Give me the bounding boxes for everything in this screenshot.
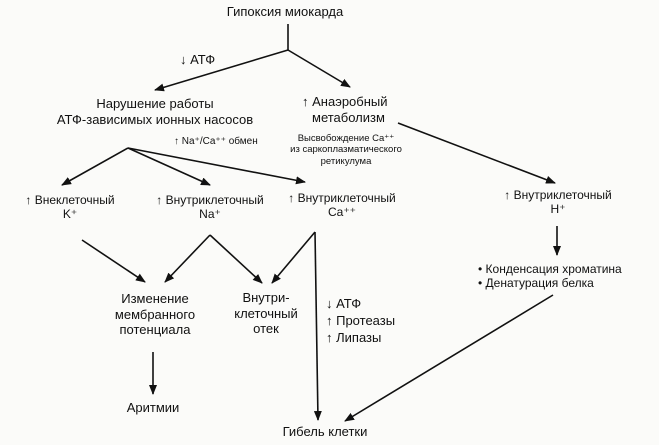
arrow-na-to-edema [209,234,263,284]
arrow-h-effects-to-death [344,294,554,422]
node-myocardial-hypoxia: Гипоксия миокарда [205,4,365,20]
node-h-effects-item-2: Денатурация белка [478,276,622,290]
node-intracellular-na: ↑ Внутриклеточный Na⁺ [148,193,272,222]
node-intracellular-ca: ↑ Внутриклеточный Ca⁺⁺ [280,191,404,220]
node-ca-effects-line-2: ↑ Протеазы [326,312,396,328]
arrow-to-extracellular-k [61,147,129,186]
label-ca-release: Высвобождение Ca⁺⁺ из саркоплазматическо… [278,133,414,167]
node-h-effects-item-1: Конденсация хроматина [478,262,622,276]
node-intracellular-h-line-2: H⁺ [550,202,566,217]
label-na-ca-exchange-text: ↑ Na⁺/Ca⁺⁺ обмен [174,136,258,147]
label-atp-decrease-text: ↓ АТФ [180,52,216,67]
node-extracellular-k-line-1: ↑ Внеклеточный [25,193,115,207]
label-na-ca-exchange: ↑ Na⁺/Ca⁺⁺ обмен [174,136,258,148]
label-ca-release-line-2: из саркоплазматического [290,144,402,156]
node-ca-effects-line-3: ↑ Липазы [326,329,382,345]
node-membrane-potential: Изменение мембранного потенциала [95,291,215,338]
node-intracellular-ca-line-2: Ca⁺⁺ [327,205,356,220]
node-anaerobic-line-2: метаболизм [312,109,385,125]
node-intracellular-na-line-2: Na⁺ [199,207,221,222]
arrow-to-intracellular-h [397,122,556,184]
arrow-ca-to-death [313,231,322,421]
node-pump-failure-line-2: АТФ-зависимых ионных насосов [56,111,254,127]
node-anaerobic-line-1: ↑ Анаэробный [302,94,388,109]
node-cell-death: Гибель клетки [260,424,390,440]
arrow-to-intracellular-ca [127,147,306,185]
node-cell-edema-line-3: отек [253,321,279,337]
node-membrane-potential-line-2: мембранного [114,306,196,322]
node-pump-failure: Нарушение работы АТФ-зависимых ионных на… [40,96,270,127]
node-cell-edema: Внутри- клеточный отек [226,290,306,337]
node-extracellular-k-line-2: K⁺ [62,207,78,222]
node-anaerobic-metabolism: ↑ Анаэробный метаболизм [302,94,388,125]
node-intracellular-h: ↑ Внутриклеточный H⁺ [496,188,620,217]
node-cell-death-label: Гибель клетки [282,424,368,439]
node-cell-edema-line-1: Внутри- [242,290,290,305]
node-arrhythmia: Аритмии [103,400,203,416]
node-extracellular-k: ↑ Внеклеточный K⁺ [14,193,126,222]
node-membrane-potential-line-1: Изменение [121,291,189,306]
arrow-na-to-potential [164,234,211,283]
node-h-effects: Конденсация хроматина Денатурация белка [478,262,622,291]
node-cell-edema-line-2: клеточный [234,305,298,321]
arrow-ca-to-edema [271,231,316,284]
node-ca-effects: ↓ АТФ ↑ Протеазы ↑ Липазы [326,296,395,347]
arrow-to-pump-failure [154,49,289,92]
node-intracellular-na-line-1: ↑ Внутриклеточный [156,193,264,207]
node-intracellular-ca-line-1: ↑ Внутриклеточный [288,191,396,205]
node-membrane-potential-line-3: потенциала [119,322,191,338]
arrow-to-anaerobic [287,49,351,88]
node-pump-failure-line-1: Нарушение работы [96,96,214,111]
label-ca-release-line-3: ретикулума [320,155,372,167]
label-ca-release-line-1: Высвобождение Ca⁺⁺ [297,133,395,144]
arrow-k-to-potential [81,239,146,283]
node-ca-effects-line-1: ↓ АТФ [326,296,362,311]
label-atp-decrease: ↓ АТФ [180,52,215,68]
arrow-to-intracellular-na [127,147,211,186]
node-intracellular-h-line-1: ↑ Внутриклеточный [504,188,612,202]
node-arrhythmia-label: Аритмии [126,400,180,415]
node-myocardial-hypoxia-label: Гипоксия миокарда [226,4,344,19]
